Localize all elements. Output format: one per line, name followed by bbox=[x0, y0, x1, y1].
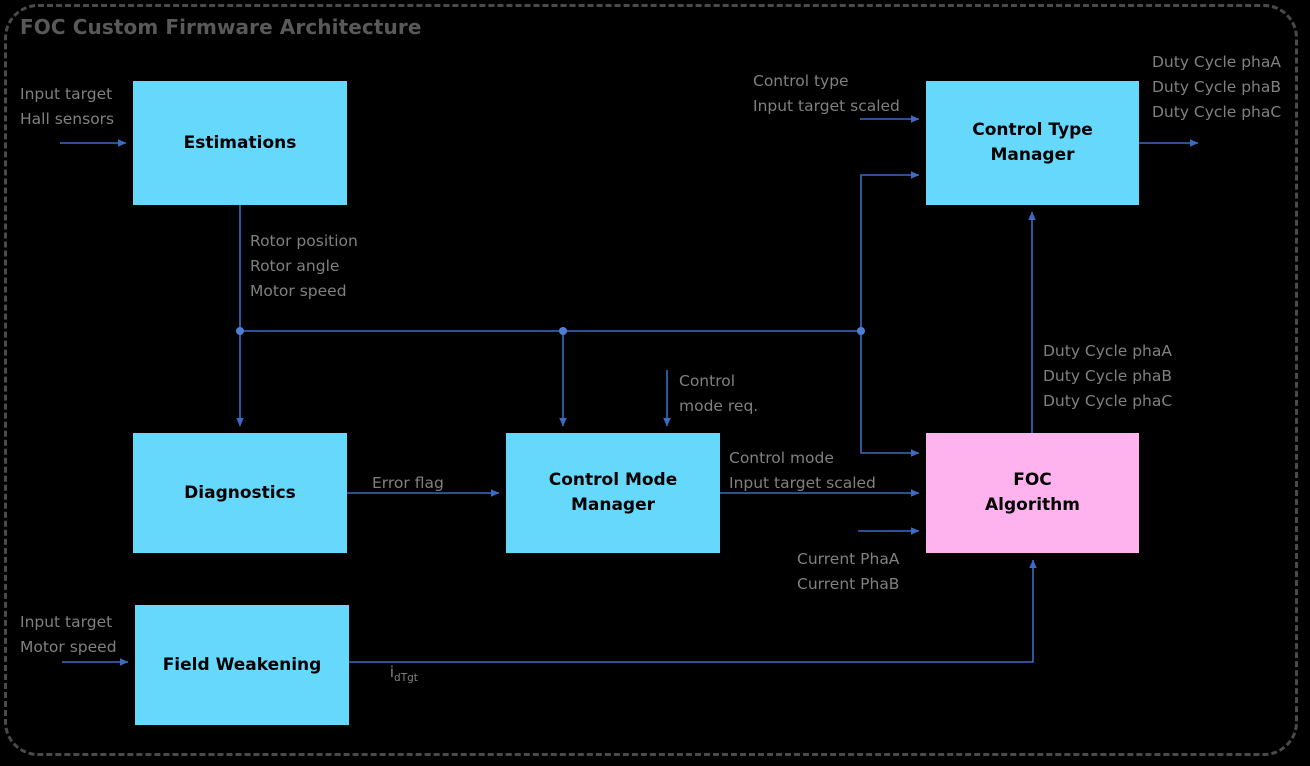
signal-label-foc-duty-cycle: Duty Cycle phaA Duty Cycle phaB Duty Cyc… bbox=[1043, 342, 1173, 411]
block-control-type-manager-label-line1: Control Type bbox=[972, 120, 1093, 141]
signal-label-current-phases: Current PhaA Current PhaB bbox=[797, 550, 900, 594]
signal-label-control-type-input: Control type Input target scaled bbox=[753, 72, 900, 116]
block-estimations[interactable]: Estimations bbox=[133, 81, 347, 205]
block-control-type-manager-label-line2: Manager bbox=[990, 145, 1075, 165]
signal-label-estimations-input: Input target Hall sensors bbox=[20, 85, 115, 129]
wire-field-weakening-to-foc bbox=[349, 559, 1037, 663]
signal-label-control-type-output: Duty Cycle phaA Duty Cycle phaB Duty Cyc… bbox=[1152, 53, 1282, 122]
block-control-type-manager[interactable]: Control Type Manager bbox=[926, 81, 1139, 205]
signal-label-idtgt-base: i bbox=[389, 663, 395, 682]
signal-label-idtgt-subscript: dTgt bbox=[394, 672, 418, 685]
wire-junction-dot bbox=[236, 327, 244, 335]
signal-label-control-mode-to-foc: Control mode Input target scaled bbox=[729, 449, 876, 493]
block-control-mode-manager[interactable]: Control Mode Manager bbox=[506, 433, 720, 553]
wire-bus-to-control-type bbox=[860, 171, 920, 331]
block-foc-algorithm-label-line2: Algorithm bbox=[985, 495, 1080, 515]
block-field-weakening[interactable]: Field Weakening bbox=[135, 605, 349, 725]
block-diagnostics-label: Diagnostics bbox=[184, 482, 296, 503]
wire-junction-dot bbox=[857, 327, 865, 335]
block-control-mode-manager-label-line2: Manager bbox=[570, 495, 656, 515]
block-diagnostics[interactable]: Diagnostics bbox=[133, 433, 347, 553]
signal-label-error-flag: Error flag bbox=[372, 474, 444, 492]
block-foc-algorithm[interactable]: FOC Algorithm bbox=[926, 433, 1139, 553]
block-field-weakening-label: Field Weakening bbox=[162, 654, 322, 675]
signal-label-estimations-output: Rotor position Rotor angle Motor speed bbox=[250, 232, 358, 301]
block-estimations-label: Estimations bbox=[183, 132, 297, 153]
wire-junction-dot bbox=[559, 327, 567, 335]
block-foc-algorithm-label-line1: FOC bbox=[1013, 470, 1052, 491]
signal-label-control-mode-req: Control mode req. bbox=[679, 372, 759, 416]
signal-label-field-weakening-input: Input target Motor speed bbox=[20, 613, 117, 657]
page-title: FOC Custom Firmware Architecture bbox=[20, 15, 422, 39]
wire-bus-to-foc bbox=[860, 331, 920, 457]
signal-label-field-weakening-output: idTgt bbox=[370, 635, 418, 712]
block-control-mode-manager-label-line1: Control Mode bbox=[548, 470, 678, 491]
